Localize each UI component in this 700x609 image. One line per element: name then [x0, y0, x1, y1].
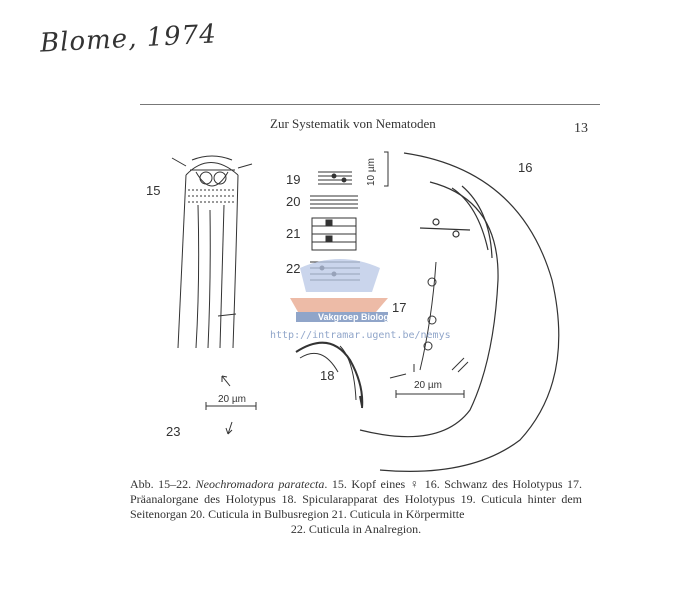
label-fig20: 20	[286, 194, 300, 209]
fig20-cuticle-bulbus	[310, 195, 358, 209]
watermark-logo: Vakgroep Biologie http://intramar.ugent.…	[270, 259, 451, 341]
fig23-arrows	[221, 375, 233, 435]
scale-label-lower-right: 20 µm	[414, 380, 442, 391]
label-fig23: 23	[166, 424, 180, 439]
watermark-url: http://intramar.ugent.be/nemys	[270, 330, 451, 341]
label-fig16: 16	[518, 160, 532, 175]
page-number: 13	[574, 121, 588, 136]
caption-body: . 15. Kopf eines ♀ 16. Schwanz des Holot…	[130, 477, 583, 521]
fig15-head-drawing	[171, 155, 253, 349]
caption-last-line: 22. Cuticula in Analregion.	[290, 522, 422, 536]
fig18-spicule-drawing	[295, 341, 364, 409]
fig21-cuticle-midbody	[311, 217, 357, 251]
scale-label-vertical: 10 µm	[366, 158, 377, 186]
figure-caption: Abb. 15–22. Neochromadora paratecta. 15.…	[130, 477, 582, 537]
fig16-tail-drawing	[359, 152, 560, 472]
scale-label-lower-left: 20 µm	[218, 394, 246, 405]
running-title: Zur Systematik von Nematoden	[270, 116, 436, 131]
label-fig18: 18	[320, 368, 334, 383]
watermark-brand: Vakgroep Biologie	[318, 312, 397, 322]
caption-species: Neochromadora paratecta	[195, 477, 325, 491]
caption-prefix: Abb. 15–22.	[130, 477, 196, 491]
fig17-preanal-organs	[389, 261, 469, 379]
label-fig21: 21	[286, 226, 300, 241]
label-fig17: 17	[392, 300, 406, 315]
header-rule	[140, 104, 600, 105]
label-fig19: 19	[286, 172, 300, 187]
label-fig22: 22	[286, 261, 300, 276]
scale-bar-vertical	[384, 151, 389, 187]
fig19-cuticle-lateral	[318, 171, 352, 185]
label-fig15: 15	[146, 183, 160, 198]
